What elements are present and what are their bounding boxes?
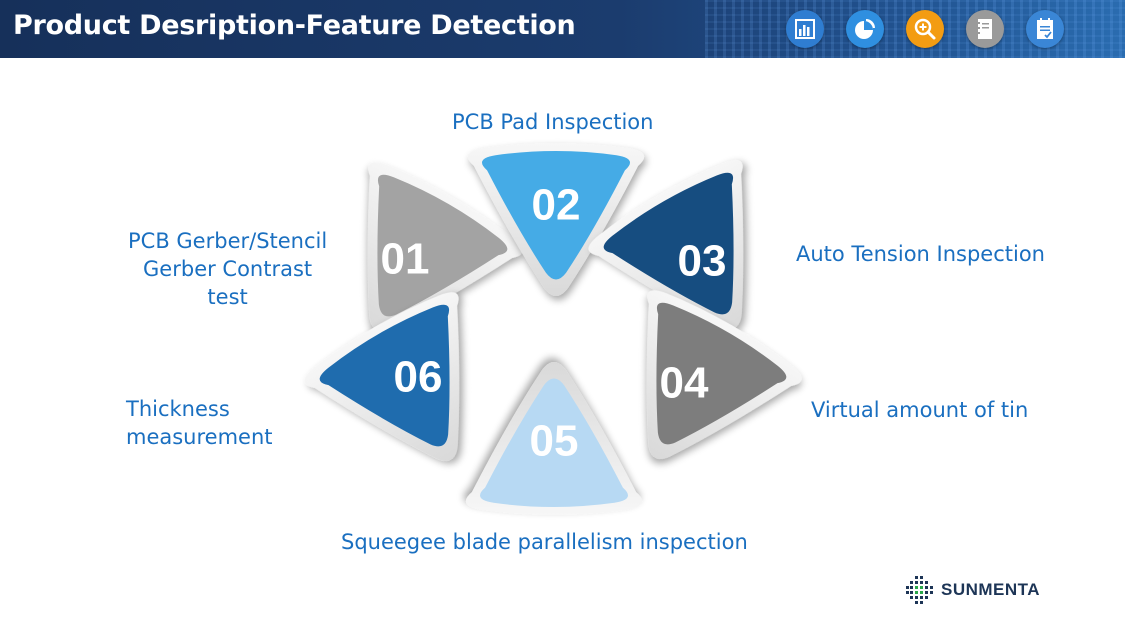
petal-fill — [482, 151, 630, 280]
petal-number-04: 04 — [660, 359, 709, 408]
feature-label-05: Squeegee blade parallelism inspection — [341, 528, 748, 556]
petal-06 — [304, 292, 460, 461]
label-line: Thickness — [126, 397, 230, 421]
petal-number-01: 01 — [381, 235, 430, 284]
feature-label-04: Virtual amount of tin — [811, 396, 1028, 424]
petal-fill — [480, 378, 628, 507]
bar-chart-icon[interactable] — [786, 10, 824, 48]
pie-chart-icon[interactable] — [846, 10, 884, 48]
petal-02 — [467, 143, 645, 296]
label-line: PCB Gerber/Stencil — [128, 229, 328, 253]
header-bar: Product Desription-Feature Detection — [0, 0, 1125, 58]
petal-04 — [646, 290, 802, 459]
page-title: Product Desription-Feature Detection — [13, 10, 576, 41]
petal-fill — [656, 302, 787, 445]
petal-number-06: 06 — [394, 353, 443, 402]
petal-number-05: 05 — [530, 417, 579, 466]
feature-label-03: Auto Tension Inspection — [796, 240, 1045, 268]
brand-logo: SUNMENTA — [905, 575, 1040, 605]
feature-label-01: PCB Gerber/Stencil Gerber Contrast test — [128, 227, 327, 311]
petal-fill — [319, 304, 450, 447]
label-line: Auto Tension Inspection — [796, 242, 1045, 266]
brand-name: SUNMENTA — [941, 580, 1041, 599]
petal-fill — [603, 172, 734, 315]
sunmenta-logo-icon — [906, 576, 933, 604]
label-line: PCB Pad Inspection — [452, 110, 654, 134]
petal-03 — [588, 160, 744, 329]
label-line: measurement — [126, 425, 273, 449]
petal-number-02: 02 — [532, 181, 581, 230]
label-line: Gerber Contrast — [143, 257, 313, 281]
petal-05 — [465, 362, 643, 515]
notebook-icon[interactable] — [966, 10, 1004, 48]
label-line: Virtual amount of tin — [811, 398, 1029, 422]
petal-number-03: 03 — [678, 237, 727, 286]
feature-label-02: PCB Pad Inspection — [452, 108, 653, 136]
petal-01 — [367, 162, 523, 331]
label-line: test — [207, 285, 248, 309]
petal-fill — [377, 174, 508, 317]
document-check-icon[interactable] — [1026, 10, 1064, 48]
magnifier-plus-icon[interactable] — [906, 10, 944, 48]
label-line: Squeegee blade parallelism inspection — [341, 530, 748, 554]
feature-label-06: Thickness measurement — [126, 395, 273, 451]
